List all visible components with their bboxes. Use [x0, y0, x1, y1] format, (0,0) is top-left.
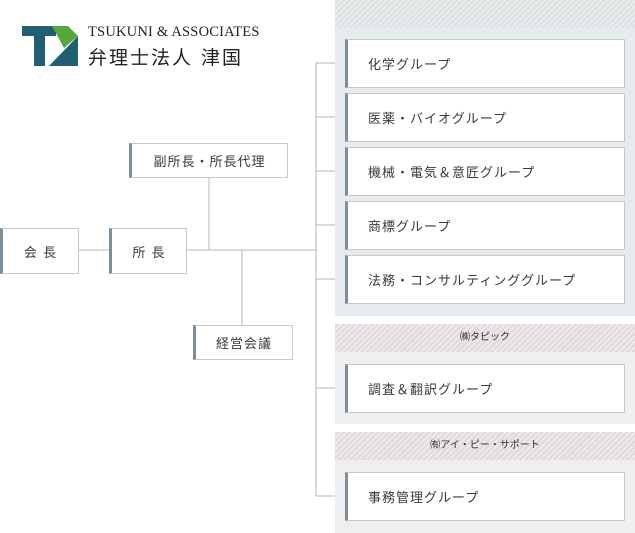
- director-box: 所 長: [109, 228, 187, 274]
- deputy-director-box: 副所長・所長代理: [129, 143, 288, 178]
- group-box-search-translation: 調査＆翻訳グループ: [345, 364, 625, 413]
- company-logo: TSUKUNI & ASSOCIATES 弁理士法人 津国: [22, 24, 282, 74]
- group-box-legal-consulting: 法務・コンサルティンググループ: [345, 255, 625, 304]
- group-box-trademark: 商標グループ: [345, 201, 625, 250]
- group-label: 医薬・バイオグループ: [368, 112, 507, 127]
- logo-mark-icon: [22, 26, 78, 66]
- company-name-ja: 弁理士法人 津国: [88, 47, 244, 69]
- group-label: 機械・電気＆意匠グループ: [368, 166, 536, 181]
- chairman-box: 会 長: [0, 228, 79, 274]
- group-label: 調査＆翻訳グループ: [368, 383, 494, 398]
- group-box-administration: 事務管理グループ: [345, 472, 625, 521]
- management-council-label: 経営会議: [215, 337, 272, 352]
- group-label: 化学グループ: [368, 58, 452, 73]
- group-label: 法務・コンサルティンググループ: [368, 274, 577, 289]
- main-panel-header: [335, 0, 635, 28]
- group-box-mechanical-electrical-design: 機械・電気＆意匠グループ: [345, 147, 625, 196]
- group-box-pharma-bio: 医薬・バイオグループ: [345, 93, 625, 142]
- director-label: 所 長: [132, 245, 166, 261]
- chairman-label: 会 長: [23, 245, 58, 261]
- ip-support-company-name: ㈲アイ・ピー・サポート: [335, 432, 635, 460]
- company-name-en: TSUKUNI & ASSOCIATES: [88, 24, 260, 40]
- group-box-chemistry: 化学グループ: [345, 39, 625, 88]
- group-label: 商標グループ: [368, 220, 452, 235]
- group-label: 事務管理グループ: [368, 491, 480, 506]
- deputy-director-label: 副所長・所長代理: [153, 155, 266, 170]
- management-council-box: 経営会議: [193, 325, 293, 360]
- tapic-company-name: ㈱タピック: [335, 324, 635, 352]
